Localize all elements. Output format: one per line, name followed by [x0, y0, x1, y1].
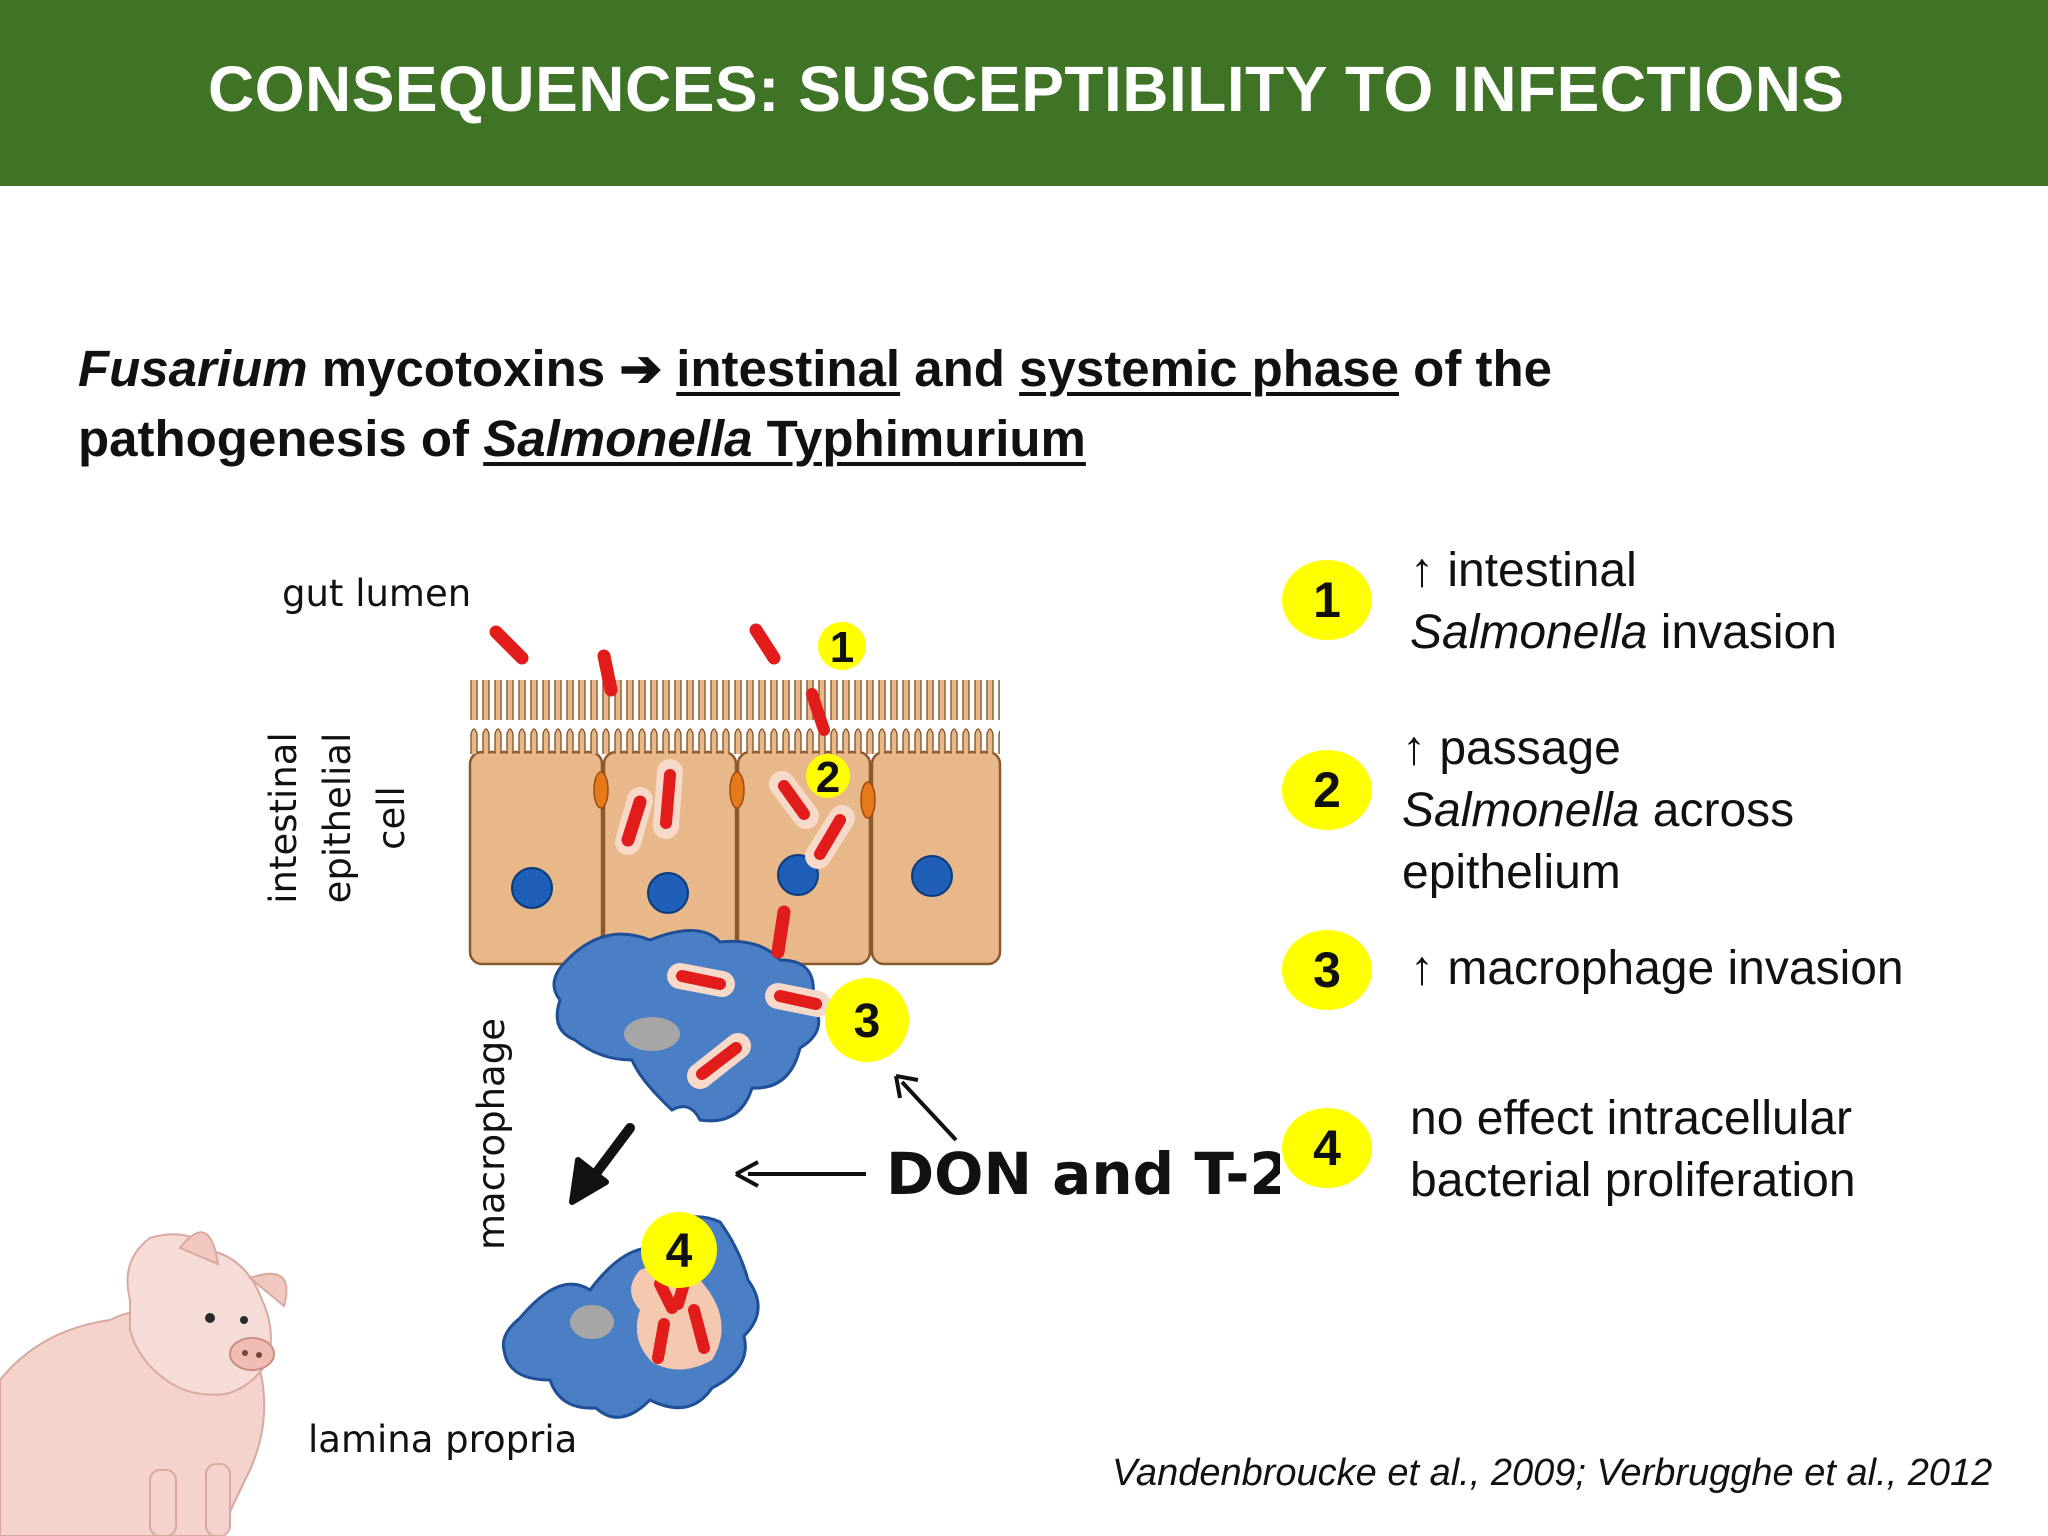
migration-arrow: [569, 1123, 635, 1205]
bacterium: [778, 780, 810, 820]
effect-2-line-3: epithelium: [1402, 846, 1621, 899]
bacterium: [654, 1278, 678, 1314]
tight-junction: [860, 781, 876, 819]
bacterium: [676, 970, 726, 990]
bacterium: [696, 1042, 742, 1080]
headline-and: and: [900, 340, 1020, 397]
bacterium: [489, 625, 529, 665]
step-marker-3: 3: [825, 978, 909, 1062]
effect-1-invasion: invasion: [1647, 606, 1837, 659]
epithelial-cell-1: [468, 750, 604, 966]
effect-2-salmonella: Salmonella: [1402, 784, 1640, 837]
headline-intestinal: intestinal: [676, 340, 901, 397]
tight-junction: [593, 771, 609, 809]
step-marker-4-label: 4: [666, 1225, 693, 1278]
bacterium: [597, 649, 618, 697]
macrophage-upper: [552, 929, 821, 1123]
effect-text-3: ↑ macrophage invasion: [1410, 942, 1904, 995]
title-banner: CONSEQUENCES: SUSCEPTIBILITY TO INFECTIO…: [0, 0, 2048, 186]
effect-text-4: no effect intracellular bacterial prolif…: [1410, 1088, 1856, 1212]
step-marker-1: 1: [818, 622, 866, 672]
headline: Fusarium mycotoxins ➔ intestinal and sys…: [78, 334, 1552, 474]
effect-badge-4: 4: [1282, 1108, 1372, 1188]
headline-systemic-phase: systemic phase: [1019, 340, 1400, 397]
salmonella-pathogenesis-diagram: 1 2 3 4 gut lumen intestinal epithelial …: [0, 572, 1280, 1536]
piglet-icon: [0, 1231, 288, 1536]
bacterium: [814, 814, 846, 860]
brush-border-villi: [470, 680, 1000, 754]
don-arrow-up: [894, 1074, 958, 1142]
nucleus: [777, 854, 819, 896]
effect-1-salmonella: Salmonella: [1410, 606, 1648, 659]
effect-4-line-1: no effect intracellular: [1410, 1092, 1853, 1145]
effects-list: 1 ↑ intestinal Salmonella invasion 2 ↑ p…: [1270, 540, 2030, 1240]
intestinal-label: intestinal: [262, 732, 305, 903]
headline-fusarium: Fusarium: [78, 340, 308, 397]
effect-1-line-2: Salmonella: [1410, 606, 1647, 659]
citation: Vandenbroucke et al., 2009; Verbrugghe e…: [1112, 1452, 1993, 1494]
epithelial-cells: [468, 680, 1002, 966]
macrophage-nucleus: [624, 1017, 680, 1051]
tight-junction: [729, 771, 745, 809]
effect-2-across: across: [1639, 784, 1795, 837]
macrophage-lower: [501, 1215, 760, 1419]
don-arrow-left: [735, 1160, 866, 1188]
effect-text-2: ↑ passage Salmonella across epithelium: [1402, 718, 1794, 904]
bacterium: [749, 623, 781, 665]
bacterium: [771, 905, 791, 959]
effect-text-1: ↑ intestinal Salmonella invasion: [1410, 540, 1837, 664]
effect-1-line-1: ↑ intestinal: [1410, 544, 1637, 597]
bacterium: [688, 1304, 710, 1354]
gut-lumen-label: gut lumen: [282, 572, 471, 615]
bacterium: [652, 1318, 670, 1364]
nucleus: [647, 872, 689, 914]
headline-line-2: pathogenesis of Salmonella Typhimurium: [78, 404, 1552, 474]
bacterium: [774, 990, 822, 1010]
bacterium: [660, 769, 676, 829]
macrophage-nucleus: [570, 1305, 614, 1339]
bacterium: [621, 795, 647, 847]
effect-2-line-1: ↑ passage: [1402, 722, 1621, 775]
step-marker-2: 2: [806, 753, 850, 802]
step-marker-3-label: 3: [854, 995, 881, 1048]
effect-badge-2: 2: [1282, 750, 1372, 830]
headline-arrow: ➔: [619, 340, 663, 397]
headline-typhimurium: Typhimurium: [752, 410, 1086, 467]
cell-label: cell: [370, 786, 413, 850]
headline-line-1: Fusarium mycotoxins ➔ intestinal and sys…: [78, 334, 1552, 404]
salmonella-bacteria: [489, 623, 855, 1364]
epithelial-label: epithelial: [316, 733, 359, 904]
step-marker-2-label: 2: [816, 753, 840, 802]
effect-2-line-2: Salmonella across: [1402, 780, 1794, 842]
headline-pathogenesis: pathogenesis of: [78, 410, 484, 467]
step-marker-1-label: 1: [830, 623, 854, 672]
macrophage-label: macrophage: [470, 1018, 513, 1250]
bacterium: [806, 688, 830, 736]
effect-badge-3: 3: [1282, 930, 1372, 1010]
lamina-propria-label: lamina propria: [308, 1418, 577, 1461]
effect-4-line-2: bacterial proliferation: [1410, 1154, 1856, 1207]
headline-mycotoxins: mycotoxins: [307, 340, 620, 397]
nucleus: [911, 855, 953, 897]
effect-badge-1: 1: [1282, 560, 1372, 640]
don-t2-label: DON and T-2: [886, 1140, 1280, 1208]
slide-title: CONSEQUENCES: SUSCEPTIBILITY TO INFECTIO…: [208, 53, 1845, 125]
headline-salmonella: Salmonella: [483, 410, 753, 467]
headline-of-the: of the: [1399, 340, 1552, 397]
nucleus: [511, 867, 553, 909]
headline-salmonella-typhimurium: Salmonella Typhimurium: [483, 410, 1086, 467]
step-marker-4: 4: [641, 1212, 717, 1288]
